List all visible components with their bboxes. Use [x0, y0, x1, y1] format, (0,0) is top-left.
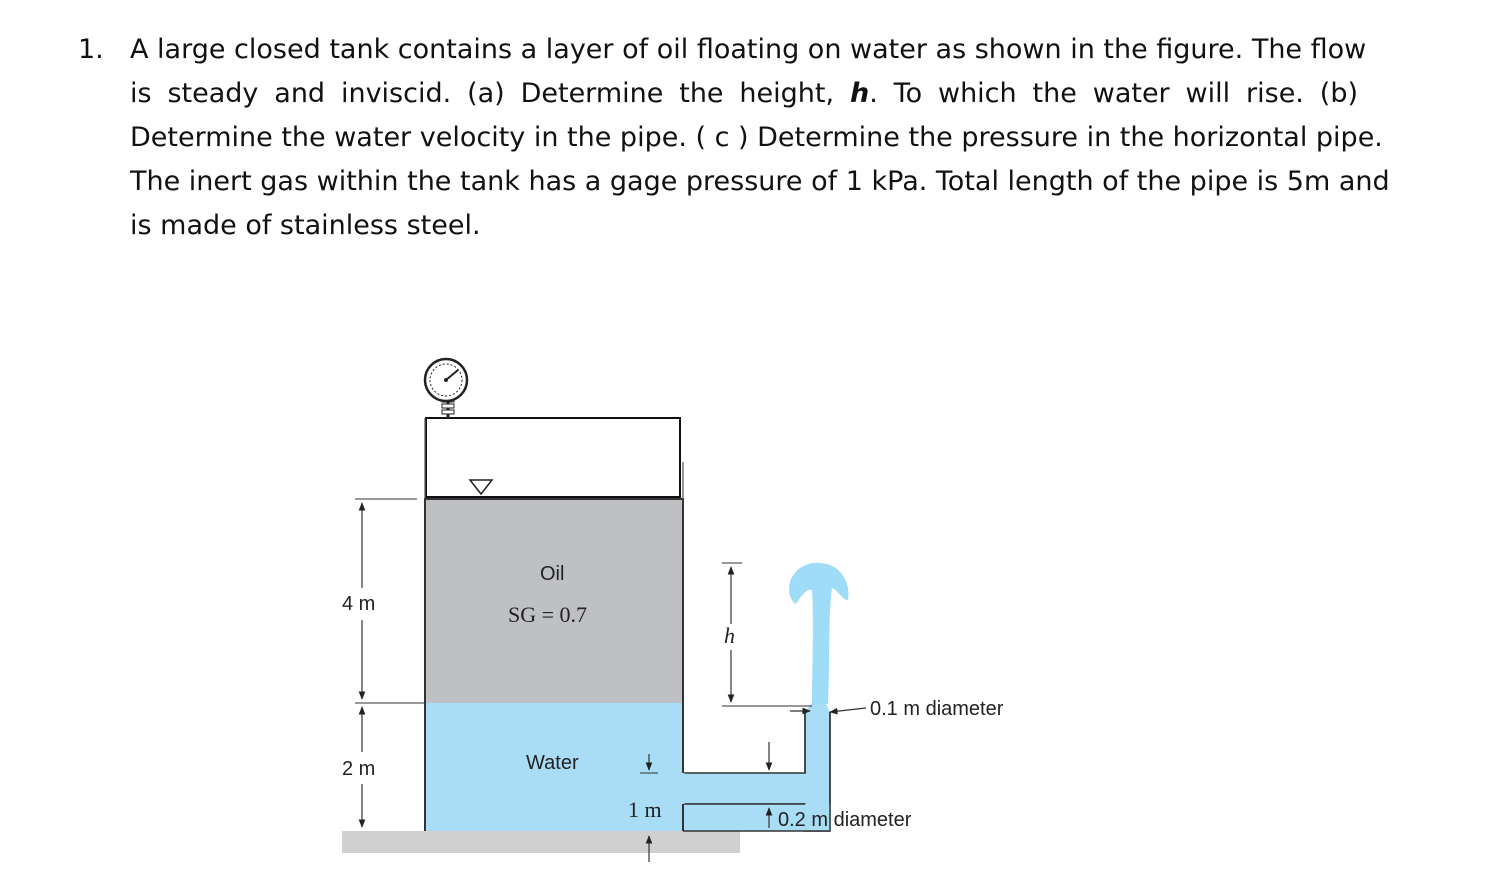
problem-statement: 1. A large closed tank contains a layer …	[70, 28, 1390, 248]
problem-line-2-h: h	[849, 78, 870, 109]
problem-line-4: The inert gas within the tank has a gage…	[130, 166, 1390, 197]
sg-label: SG = 0.7	[508, 602, 587, 627]
problem-line-3: Determine the water velocity in the pipe…	[130, 122, 1383, 153]
water-label: Water	[526, 752, 579, 774]
dim-label-4m: 4 m	[342, 593, 375, 615]
problem-line-2-post: . To which the water will rise. (b)	[869, 78, 1358, 109]
horizontal-pipe	[683, 700, 830, 831]
pressure-gauge-icon	[423, 357, 469, 418]
problem-number: 1.	[78, 34, 104, 65]
pipe-large-label: 0.2 m diameter	[778, 809, 912, 831]
problem-line-5: is made of stainless steel.	[130, 210, 481, 241]
dimension-h	[722, 562, 812, 707]
dimension-4m	[355, 498, 425, 704]
gas-space	[425, 417, 681, 498]
dim-label-h: h	[724, 623, 735, 648]
ground	[342, 831, 740, 853]
water-layer	[425, 703, 683, 831]
tank-walls	[424, 498, 684, 831]
dim-label-2m: 2 m	[342, 758, 375, 780]
pipe-small-label: 0.1 m diameter	[870, 698, 1004, 720]
dimension-1m	[640, 754, 658, 862]
oil-label: Oil	[540, 563, 564, 585]
problem-line-2: is steady and inviscid. (a) Determine th…	[130, 72, 1358, 116]
dim-label-1m: 1 m	[628, 797, 662, 822]
water-jet	[789, 562, 849, 704]
free-surface-symbol	[468, 479, 494, 496]
oil-layer	[425, 499, 683, 703]
problem-line-2-pre: is steady and inviscid. (a) Determine th…	[130, 78, 850, 109]
problem-line-1: A large closed tank contains a layer of …	[130, 34, 1367, 65]
problem-text: A large closed tank contains a layer of …	[130, 28, 1390, 248]
